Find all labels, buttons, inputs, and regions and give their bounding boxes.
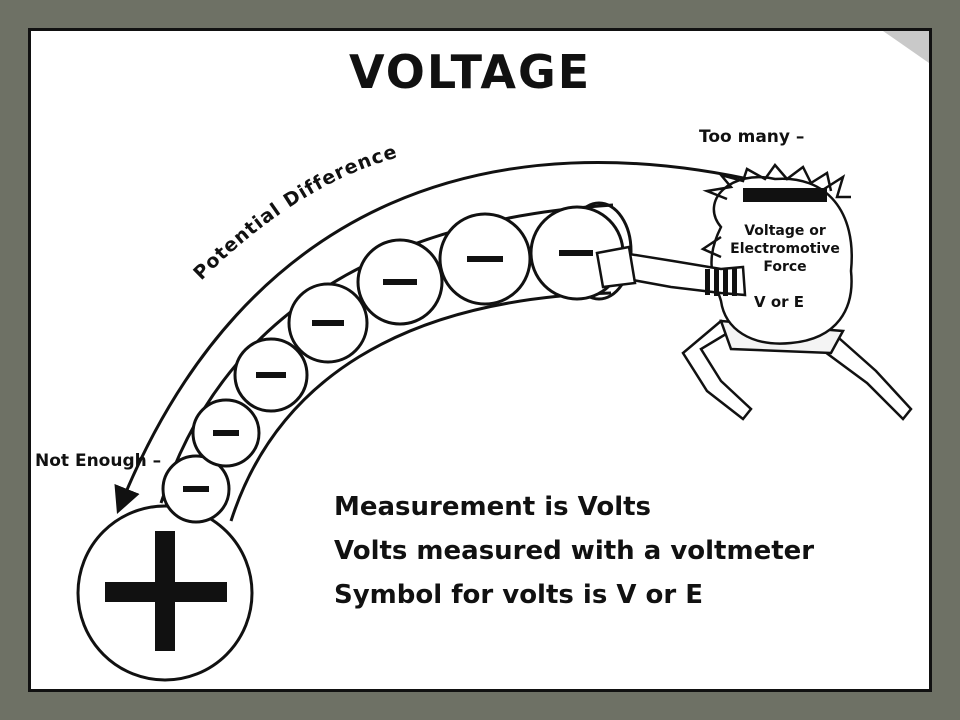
potential-difference-arrow bbox=[114, 161, 767, 515]
minus-sign-icon bbox=[183, 486, 209, 492]
figure-label-line4: V or E bbox=[754, 293, 804, 311]
figure-label-line1: Voltage or bbox=[744, 223, 826, 239]
tube-inner-wall bbox=[229, 291, 612, 522]
plus-sign-icon bbox=[105, 531, 227, 651]
minus-sign-icon bbox=[213, 430, 239, 436]
fact-item: Measurement is Volts bbox=[334, 492, 652, 522]
electron-1 bbox=[161, 454, 231, 524]
minus-sign-icon bbox=[383, 279, 417, 285]
electron-5 bbox=[356, 238, 444, 326]
page-title: VOLTAGE bbox=[349, 45, 592, 99]
figure-label-line2: Electromotive bbox=[730, 241, 840, 257]
minus-sign-icon bbox=[312, 320, 344, 326]
fact-item: Symbol for volts is V or E bbox=[334, 580, 704, 610]
electron-2 bbox=[191, 398, 261, 468]
fact-item: Volts measured with a voltmeter bbox=[334, 536, 815, 566]
electron-6 bbox=[438, 212, 532, 306]
figure-label: Voltage or Electromotive Force V or E bbox=[730, 223, 840, 311]
slide: VOLTAGE Potential Difference bbox=[28, 28, 932, 692]
facts-list: Measurement is Volts Volts measured with… bbox=[334, 485, 814, 617]
page-fold-corner bbox=[883, 31, 929, 63]
not-enough-label: Not Enough – bbox=[35, 451, 162, 471]
minus-sign-icon bbox=[256, 372, 286, 378]
electron-3 bbox=[233, 337, 309, 413]
electron-4 bbox=[287, 282, 369, 364]
minus-sign-icon bbox=[467, 256, 503, 262]
minus-sign-icon bbox=[559, 250, 593, 256]
caveman-pusher-icon bbox=[595, 162, 913, 421]
voltage-illustration: Potential Difference bbox=[76, 141, 913, 682]
too-many-label: Too many – bbox=[699, 127, 805, 147]
figure-label-line3: Force bbox=[763, 259, 806, 275]
